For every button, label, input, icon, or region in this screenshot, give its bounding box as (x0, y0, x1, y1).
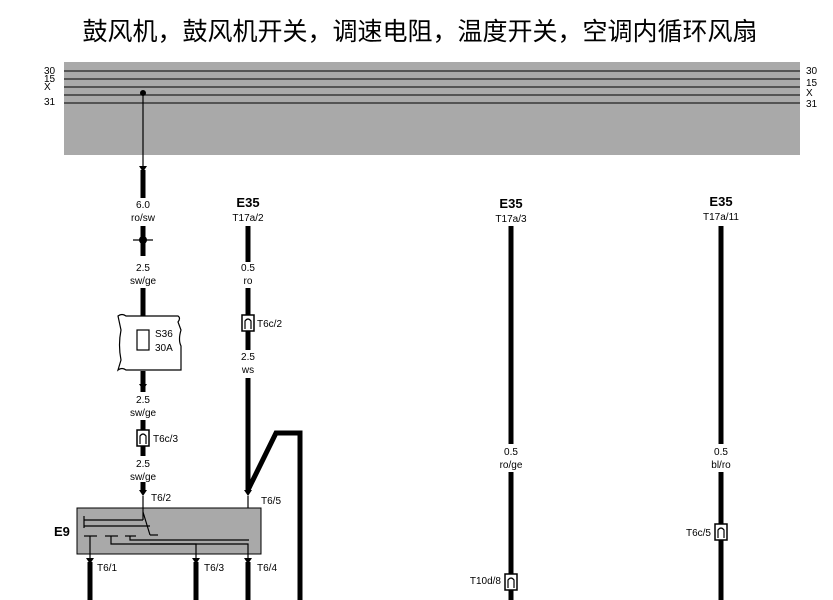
bus-lines (64, 70, 800, 104)
e35-a-w1-color: ro (244, 276, 253, 287)
e35-c-pin: T17a/11 (703, 212, 739, 223)
e35-c-size: 0.5 (714, 447, 728, 458)
connector-t6c5-icon (714, 523, 728, 541)
main-w3-size: 2.5 (136, 395, 150, 406)
bus-label-x-right: X (806, 88, 813, 99)
main-w1-color: ro/sw (131, 213, 156, 224)
main-w3-color: sw/ge (130, 408, 157, 419)
connector-t6c3-icon (136, 429, 150, 447)
e35-c-label: E35 (709, 194, 732, 209)
connector-t6c2-icon (241, 314, 255, 332)
connector-t10d8-icon (504, 573, 518, 591)
bus-label-30-right: 30 (806, 66, 818, 77)
e9-output-wires (86, 558, 252, 600)
main-w2-size: 2.5 (136, 263, 150, 274)
bus-label-31-left: 31 (44, 97, 56, 108)
pin-t63-label: T6/3 (204, 563, 224, 574)
e35-b-label: E35 (499, 196, 522, 211)
pin-t61-label: T6/1 (97, 563, 117, 574)
main-w2-color: sw/ge (130, 276, 157, 287)
pin-t62-label: T6/2 (151, 493, 171, 504)
bus-label-15-left: 15 (44, 74, 56, 85)
e35-a-label: E35 (236, 195, 259, 210)
conn-t6c5-label: T6c/5 (686, 528, 711, 539)
e35-b-color: ro/ge (500, 460, 523, 471)
bus-label-31-right: 31 (806, 99, 818, 110)
main-w1-size: 6.0 (136, 200, 150, 211)
e35-b-size: 0.5 (504, 447, 518, 458)
e35-b-pin: T17a/3 (495, 214, 527, 225)
e35-a-wire (245, 226, 303, 600)
fuse-symbol (136, 329, 150, 351)
conn-t6c2-label: T6c/2 (257, 319, 282, 330)
pin-t64-label: T6/4 (257, 563, 277, 574)
e9-switch-box (76, 496, 262, 560)
fuse-rating: 30A (155, 343, 173, 354)
conn-t10d8-label: T10d/8 (470, 576, 502, 587)
e35-a-w2-color: ws (241, 365, 254, 376)
bus-panel (64, 62, 800, 155)
bus-label-15-right: 15 (806, 78, 818, 89)
conn-t6c3-label: T6c/3 (153, 434, 178, 445)
e9-label: E9 (54, 524, 70, 539)
e35-a-pin: T17a/2 (232, 213, 264, 224)
fuse-id: S36 (155, 329, 173, 340)
main-w4-size: 2.5 (136, 459, 150, 470)
fuse-box-s36 (116, 313, 182, 372)
pin-t65-label: T6/5 (261, 496, 281, 507)
bus-label-x-left: X (44, 82, 51, 93)
e35-c-color: bl/ro (711, 460, 731, 471)
main-feed-wire (133, 90, 153, 492)
e35-a-w1-size: 0.5 (241, 263, 255, 274)
main-w4-color: sw/ge (130, 472, 157, 483)
e35-a-w2-size: 2.5 (241, 352, 255, 363)
bus-label-30-left: 30 (44, 66, 56, 77)
diagram-title: 鼓风机，鼓风机开关，调速电阻，温度开关，空调内循环风扇 (82, 17, 757, 46)
